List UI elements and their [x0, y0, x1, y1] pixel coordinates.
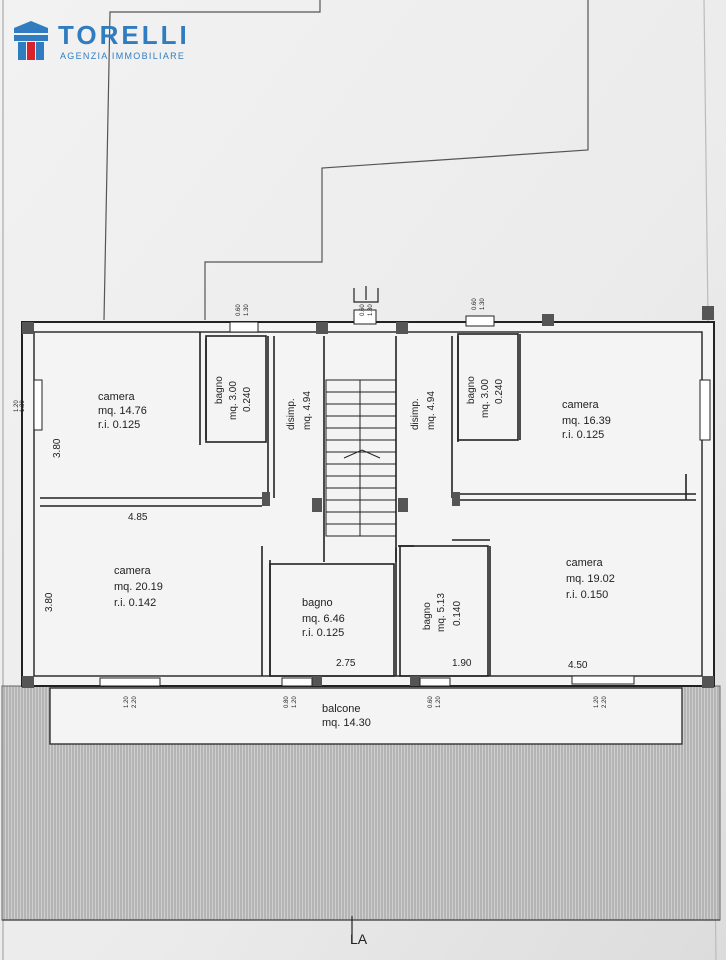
room-camera-2: camera mq. 16.39 r.i. 0.125 [562, 399, 611, 441]
room-disimp-1: disimp. mq. 4.94 [286, 391, 313, 430]
room-ri: r.i. 0.142 [114, 597, 156, 609]
room-area: mq. 20.19 [114, 581, 163, 593]
win-left-b: 1.30 [20, 400, 26, 412]
win-bot-3a: 0.60 [428, 696, 434, 708]
room-name: bagno [214, 376, 225, 404]
room-ri: 0.240 [494, 379, 505, 404]
agency-name: TORELLI [58, 20, 190, 50]
dim-right-width: 4.50 [568, 660, 588, 671]
room-camera-3: camera mq. 20.19 r.i. 0.142 [114, 565, 163, 609]
room-area: mq. 14.30 [322, 717, 371, 729]
balcony-area [49, 687, 683, 745]
room-ri: r.i. 0.125 [98, 419, 140, 431]
win-bot-1a: 1.20 [124, 696, 130, 708]
room-area: mq. 16.39 [562, 415, 611, 427]
room-camera-4: camera mq. 19.02 r.i. 0.150 [566, 557, 615, 601]
window-annotations: 1.20 1.30 0.60 1.30 0.60 1.30 0.60 1.30 … [14, 298, 608, 708]
room-bagno-4: bagno mq. 5.13 0.140 [422, 593, 463, 632]
room-area: mq. 4.94 [426, 391, 437, 430]
room-ri: 0.140 [452, 601, 463, 626]
win-top-3a: 0.60 [472, 298, 478, 310]
win-bot-4b: 2.20 [602, 696, 608, 708]
room-ri: r.i. 0.125 [562, 429, 604, 441]
room-area: mq. 3.00 [228, 381, 239, 420]
room-disimp-2: disimp. mq. 4.94 [410, 391, 437, 430]
dim-bagno-center: 2.75 [336, 658, 356, 669]
room-ri: r.i. 0.150 [566, 589, 608, 601]
dim-top-left-width: 4.85 [128, 512, 148, 523]
room-name: camera [98, 391, 136, 403]
room-area: mq. 19.02 [566, 573, 615, 585]
win-top-1b: 1.30 [244, 304, 250, 316]
room-area: mq. 14.76 [98, 405, 147, 417]
room-name: disimp. [410, 398, 421, 430]
win-bot-2a: 0.80 [284, 696, 290, 708]
room-bagno-3: bagno mq. 6.46 r.i. 0.125 [302, 597, 345, 639]
room-area: mq. 4.94 [302, 391, 313, 430]
win-bot-3b: 1.20 [436, 696, 442, 708]
agency-tagline: AGENZIA IMMOBILIARE [60, 51, 186, 61]
win-bot-4a: 1.20 [594, 696, 600, 708]
room-name: balcone [322, 703, 361, 715]
dim-bagno-small: 1.90 [452, 658, 472, 669]
win-top-2b: 1.30 [368, 304, 374, 316]
win-top-2a: 0.60 [360, 304, 366, 316]
room-bagno-1: bagno mq. 3.00 0.240 [214, 376, 253, 420]
torelli-logo-icon [14, 21, 48, 60]
win-left-a: 1.20 [14, 400, 20, 412]
room-name: camera [562, 399, 600, 411]
win-top-3b: 1.30 [480, 298, 486, 310]
dimension-labels: 3.80 3.80 4.85 2.75 1.90 4.50 [44, 438, 588, 671]
room-ri: 0.240 [242, 387, 253, 412]
room-area: mq. 6.46 [302, 613, 345, 625]
win-bot-2b: 1.20 [292, 696, 298, 708]
outer-walls [21, 321, 715, 687]
agency-logo: TORELLI AGENZIA IMMOBILIARE [12, 18, 212, 64]
room-name: disimp. [286, 398, 297, 430]
room-name: camera [566, 557, 604, 569]
window-openings [33, 309, 711, 687]
room-name: bagno [302, 597, 333, 609]
room-ri: r.i. 0.125 [302, 627, 344, 639]
room-name: camera [114, 565, 152, 577]
dim-left-upper: 3.80 [52, 438, 63, 458]
room-area: mq. 5.13 [436, 593, 447, 632]
section-mark [353, 286, 379, 303]
room-camera-1: camera mq. 14.76 r.i. 0.125 [98, 391, 147, 431]
room-name: bagno [466, 376, 477, 404]
section-mark-label: LA [350, 931, 368, 947]
room-balcone: balcone mq. 14.30 [322, 703, 371, 729]
room-area: mq. 3.00 [480, 379, 491, 418]
room-bagno-2: bagno mq. 3.00 0.240 [466, 376, 505, 418]
room-name: bagno [422, 602, 433, 630]
wall-pillars [22, 306, 714, 688]
win-bot-1b: 2.20 [132, 696, 138, 708]
win-top-1a: 0.60 [236, 304, 242, 316]
bottom-section-mark: LA [350, 916, 368, 947]
staircase [325, 379, 397, 537]
dim-left-lower: 3.80 [44, 592, 55, 612]
